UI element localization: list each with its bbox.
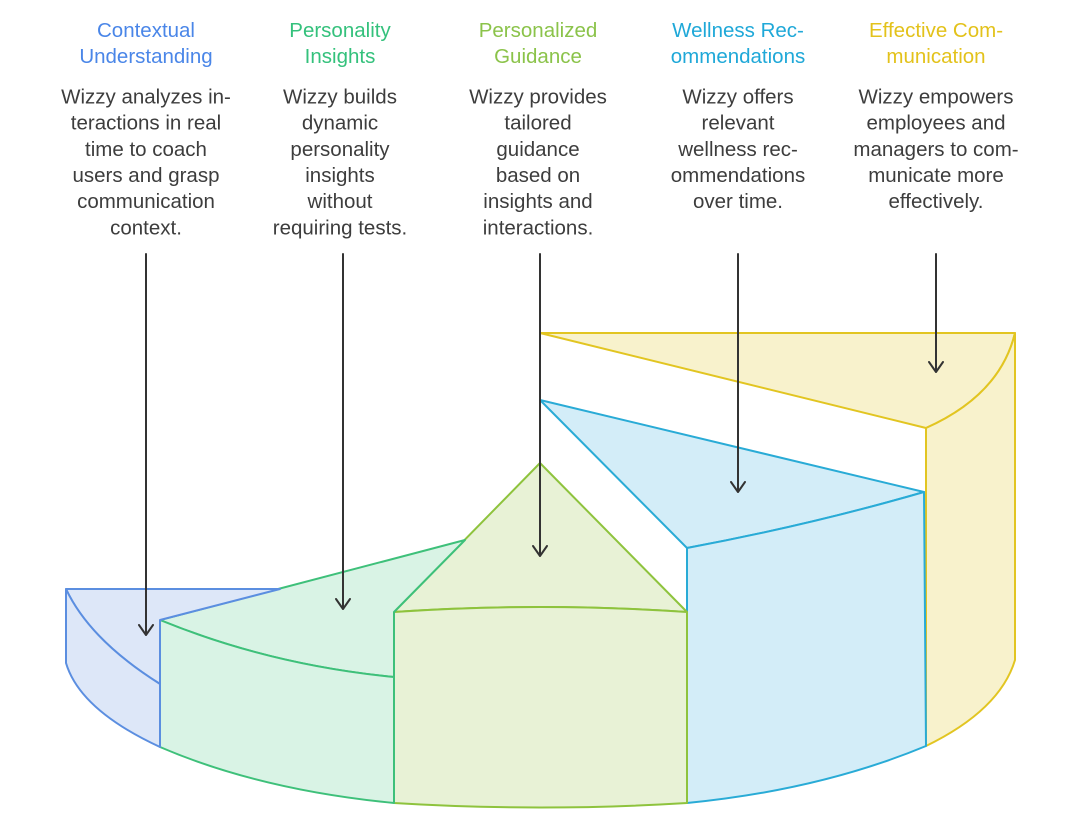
segment-wellness-front — [686, 491, 927, 804]
step-description: Wizzy provides tailored guidance based on in… — [469, 85, 607, 239]
step-description-line: context. — [110, 216, 182, 239]
step-description-line: users and grasp — [72, 164, 219, 187]
arrow-wellness — [730, 253, 746, 493]
segment-guidance-front — [393, 606, 688, 809]
step-title-line: Insights — [305, 45, 376, 68]
step-description-line: without — [307, 190, 373, 213]
step-description: Wizzy builds dynamic personality insights wi… — [273, 85, 407, 239]
step-title: Effective Com-munication — [869, 19, 1003, 68]
segment-contextual-side — [65, 588, 161, 748]
step-description-line: Wizzy analyzes in- — [61, 85, 231, 108]
step-description-line: over time. — [693, 190, 783, 213]
step-description-line: time to coach — [85, 138, 207, 161]
step-description-line: employees and — [866, 112, 1005, 135]
step-title-line: Wellness Rec- — [672, 19, 804, 42]
step-title-line: munication — [886, 45, 985, 68]
step-title-line: Effective Com- — [869, 19, 1003, 42]
segment-contextual-understanding — [65, 588, 281, 748]
step-description-line: Wizzy provides — [469, 85, 607, 108]
segment-effective-communication — [539, 332, 1016, 747]
step-title-line: Contextual — [97, 19, 195, 42]
step-title-line: Guidance — [494, 45, 582, 68]
step-description-line: ommendations — [671, 164, 805, 187]
step-description-line: teractions in real — [71, 112, 221, 135]
step-description-line: guidance — [496, 138, 579, 161]
step-description-line: managers to com- — [853, 138, 1018, 161]
step-description-line: Wizzy builds — [283, 85, 397, 108]
step-description-line: based on — [496, 164, 580, 187]
step-description-line: communication — [77, 190, 215, 213]
step-title-line: Personalized — [479, 19, 598, 42]
segment-communication-side — [925, 332, 1016, 747]
segment-personality-insights — [159, 539, 466, 804]
step-title: Wellness Rec-ommendations — [671, 19, 805, 68]
step-description-line: insights and — [483, 190, 592, 213]
step-description-line: tailored — [504, 112, 571, 135]
step-title-line: Understanding — [79, 45, 212, 68]
step-description: Wizzy analyzes in-teractions in real time… — [61, 85, 231, 239]
segment-wellness-recommendations — [539, 399, 927, 804]
step-description-line: municate more — [868, 164, 1004, 187]
step-description-line: Wizzy empowers — [859, 85, 1014, 108]
step-description: Wizzy offers relevant wellness rec-ommenda… — [671, 85, 805, 213]
arrows — [138, 253, 944, 636]
arrow-guidance — [532, 253, 548, 557]
step-title-line: Personality — [289, 19, 391, 42]
arrow-contextual — [138, 253, 154, 636]
step-description-line: insights — [305, 164, 375, 187]
step-description-line: personality — [290, 138, 390, 161]
step-description-line: requiring tests. — [273, 216, 407, 239]
step-description-line: wellness rec- — [677, 138, 798, 161]
step-description-line: interactions. — [483, 216, 594, 239]
step-description: Wizzy empowers employees and managers to c… — [853, 85, 1018, 213]
step-title-line: ommendations — [671, 45, 805, 68]
segment-communication-top — [539, 332, 1016, 429]
step-description-line: dynamic — [302, 112, 378, 135]
arrow-communication — [928, 253, 944, 373]
step-description-line: Wizzy offers — [682, 85, 793, 108]
segment-personality-front — [159, 619, 395, 804]
step-description-line: effectively. — [889, 190, 984, 213]
step-description-line: relevant — [702, 112, 775, 135]
arrow-personality — [335, 253, 351, 610]
